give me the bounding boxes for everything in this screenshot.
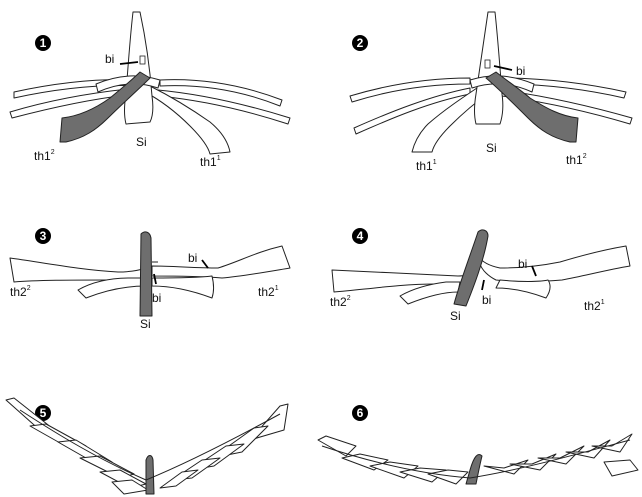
panel-3-bi-upper-label: bi: [188, 251, 197, 265]
panel-5-scale-r5: [160, 470, 198, 488]
panel-3-fold-left: [78, 278, 146, 298]
panel-3-bi-upper-arrow: [202, 260, 208, 268]
panel-6: 6: [318, 405, 638, 484]
panel-1-number: 1: [40, 36, 47, 50]
panel-6-scale-l1: [318, 436, 356, 456]
panel-4-plate-right: [478, 246, 630, 282]
panel-6-scale-r6: [604, 460, 638, 476]
panel-5-number: 5: [40, 406, 47, 420]
panel-1-spine: [125, 12, 153, 124]
panel-2-right-label: th12: [566, 153, 587, 167]
panel-4-right-label: th21: [584, 299, 605, 313]
panel-3: 3 bi bi Si th22 th21: [10, 228, 290, 331]
panel-3-si-label: Si: [140, 317, 151, 331]
panel-1-si-label: Si: [136, 135, 147, 149]
panel-4-bi-upper-label: bi: [518, 257, 527, 271]
panel-3-plate-right: [152, 246, 290, 278]
panel-4-number: 4: [357, 229, 364, 243]
panel-4-fold-right: [496, 280, 550, 298]
panel-2-left-label: th11: [416, 159, 437, 173]
panel-5-spine-dark: [146, 456, 154, 495]
panel-4: 4 bi bi Si th22 th21: [330, 228, 630, 323]
panel-1: 1 bi Si th12 th11: [10, 12, 290, 169]
panel-4-si-label: Si: [450, 309, 461, 323]
panel-2: 2 bi Si th11 th12: [350, 12, 632, 173]
panel-4-left-label: th22: [330, 295, 351, 309]
panel-1-left-label: th12: [34, 149, 55, 163]
panel-3-right-label: th21: [258, 285, 279, 299]
panel-3-left-label: th22: [10, 285, 31, 299]
panel-1-bi-box: [140, 56, 145, 64]
panel-3-bi-lower-label: bi: [152, 291, 161, 305]
panel-6-spine-dark: [466, 455, 482, 484]
panel-3-number: 3: [40, 229, 47, 243]
panel-2-si-label: Si: [486, 141, 497, 155]
panel-6-number: 6: [357, 406, 364, 420]
panel-3-spine-dark: [140, 232, 152, 316]
panel-6-scale-r1: [484, 460, 528, 474]
panel-4-bi-lower-arrow: [482, 280, 484, 290]
panel-2-number: 2: [357, 36, 364, 50]
panel-2-bi-box: [485, 60, 490, 68]
panel-4-bi-lower-label: bi: [482, 293, 491, 307]
panel-1-right-label: th11: [200, 155, 221, 169]
panel-1-bi-label: bi: [105, 52, 114, 66]
panel-5: 5: [6, 398, 288, 494]
panel-2-bi-label: bi: [516, 64, 525, 78]
